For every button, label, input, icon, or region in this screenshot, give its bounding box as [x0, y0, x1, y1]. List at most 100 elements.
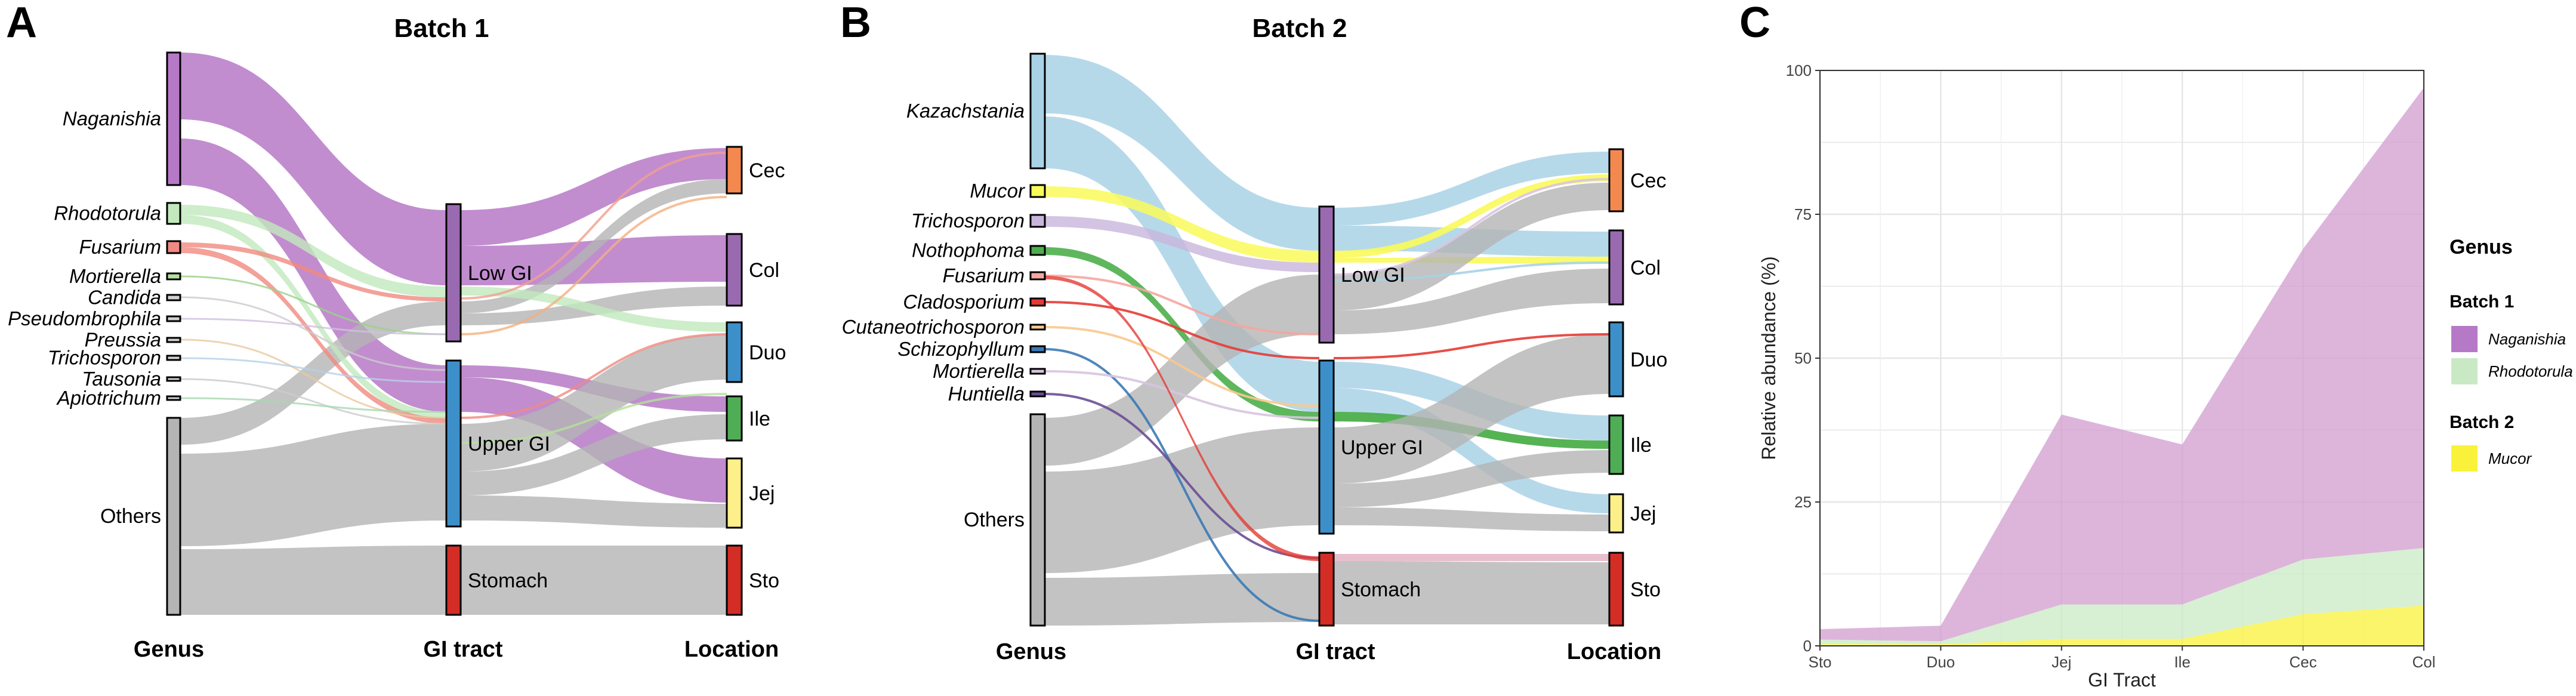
x-axis-title: GI Tract — [2088, 669, 2156, 691]
node-preussia — [166, 337, 181, 343]
flow-others-upper-gi — [180, 424, 446, 546]
area-naganishia — [1820, 87, 2424, 642]
axis-label-gi-tract: GI tract — [423, 637, 502, 662]
genus-label-fusarium: Fusarium — [79, 236, 161, 258]
node-mortierella — [1029, 368, 1046, 375]
axis-label-genus: Genus — [134, 637, 204, 662]
flow-minor — [180, 397, 447, 413]
genus-label-rhodotorula: Rhodotorula — [54, 202, 161, 224]
sankey-flows — [180, 53, 727, 615]
flow-minor — [1044, 370, 1320, 419]
flow-minor — [180, 378, 447, 425]
flow-minor — [180, 338, 447, 419]
node-candida — [166, 294, 181, 301]
genus-label-schizophyllum: Schizophyllum — [897, 338, 1025, 360]
flow-minor — [1044, 393, 1320, 559]
gi-label-stomach: Stomach — [468, 569, 548, 592]
location-label-col: Col — [749, 259, 779, 282]
node-mucor — [1029, 184, 1046, 198]
flow-minor — [180, 357, 447, 383]
legend: Genus Batch 1 Naganishia Rhodotorula Bat… — [2449, 236, 2573, 472]
legend-group-batch-2: Batch 2 — [2449, 412, 2514, 432]
flow-minor — [1333, 178, 1610, 276]
sankey-flows — [1044, 55, 1610, 626]
legend-item-naganishia: Naganishia — [2488, 330, 2566, 348]
node-duo — [1608, 321, 1624, 398]
flow-others-low-gi — [180, 301, 446, 445]
node-nothophoma — [1029, 245, 1046, 256]
node-fusarium — [1029, 271, 1046, 281]
sankey-nodes — [166, 51, 743, 616]
flow-low-gi-cec-others — [461, 179, 727, 313]
genus-label-others: Others — [964, 509, 1025, 531]
node-ile — [1608, 414, 1624, 475]
flow-naganishia-low-gi — [180, 53, 446, 285]
node-trichosporon — [166, 355, 181, 361]
genus-label-candida: Candida — [88, 287, 161, 309]
node-stomach — [1318, 552, 1335, 627]
y-tick-label: 100 — [1786, 61, 1812, 79]
legend-item-mucor: Mucor — [2488, 449, 2532, 467]
flow-minor — [1044, 326, 1320, 407]
gi-label-low-gi: Low GI — [1341, 264, 1405, 287]
gi-label-upper-gi: Upper GI — [468, 433, 550, 455]
legend-swatch-naganishia — [2451, 326, 2478, 352]
node-stomach — [445, 544, 462, 616]
x-tick-label: Jej — [2051, 653, 2071, 671]
node-pseudombrophila — [166, 315, 181, 322]
legend-title: Genus — [2449, 236, 2513, 258]
sankey-batch-2: Batch 2 KazachstaniaMucorTrichosporonNot… — [842, 14, 1668, 664]
flow-low-gi-cec — [1334, 152, 1609, 226]
flow-minor — [1044, 348, 1320, 622]
flow-others-upper-gi — [1045, 427, 1319, 573]
location-label-cec: Cec — [1630, 170, 1666, 192]
genus-label-huntiella: Huntiella — [948, 383, 1025, 405]
flow-upper-gi-duo — [1334, 334, 1609, 483]
node-mortierella — [166, 272, 181, 281]
genus-label-trichosporon: Trichosporon — [911, 210, 1025, 232]
x-tick-label: Sto — [1808, 653, 1831, 671]
node-col — [726, 233, 743, 307]
genus-label-nothophoma: Nothophoma — [912, 239, 1025, 261]
genus-label-cladosporium: Cladosporium — [903, 291, 1025, 313]
node-schizophyllum — [1029, 345, 1046, 353]
flow-minor — [460, 333, 727, 419]
area-series — [1820, 87, 2424, 646]
node-others — [1029, 413, 1046, 627]
genus-label-naganishia: Naganishia — [63, 107, 161, 130]
flow-minor — [460, 152, 727, 300]
flow-low-gi-col — [461, 235, 727, 285]
node-sto — [726, 544, 743, 616]
flow-low-gi-cec — [461, 148, 727, 246]
location-label-duo: Duo — [749, 341, 786, 364]
x-tick-label: Col — [2412, 653, 2435, 671]
area-mucor — [1820, 605, 2424, 646]
panel-label-a: A — [6, 0, 37, 47]
location-label-jej: Jej — [749, 482, 775, 505]
legend-swatch-rhodotorula — [2451, 358, 2478, 384]
gi-label-low-gi: Low GI — [468, 262, 532, 285]
flow-others-stomach — [180, 546, 446, 615]
node-apiotrichum — [166, 395, 181, 401]
node-low-gi — [445, 203, 462, 343]
flow-upper-gi-jej-others — [1334, 507, 1609, 531]
legend-group-batch-1: Batch 1 — [2449, 292, 2514, 312]
node-upper-gi — [445, 359, 462, 528]
node-cec — [1608, 148, 1624, 213]
node-cec — [726, 146, 743, 195]
node-huntiella — [1029, 390, 1046, 398]
flow-mucor-low-gi — [1045, 186, 1319, 263]
flow-upper-gi-ile-others — [461, 414, 727, 495]
flow-stomach-sto — [1334, 561, 1609, 624]
flow-fusarium-low-gi — [180, 242, 446, 301]
genus-label-pseudombrophila: Pseudombrophila — [8, 307, 161, 329]
flow-fusarium-stomach — [1045, 276, 1319, 561]
flow-trichosporon-low-gi — [1045, 216, 1319, 272]
x-tick-label: Ile — [2174, 653, 2190, 671]
node-ile — [726, 395, 743, 442]
flow-minor — [180, 275, 447, 335]
node-upper-gi — [1318, 359, 1335, 535]
location-label-ile: Ile — [1630, 434, 1652, 457]
